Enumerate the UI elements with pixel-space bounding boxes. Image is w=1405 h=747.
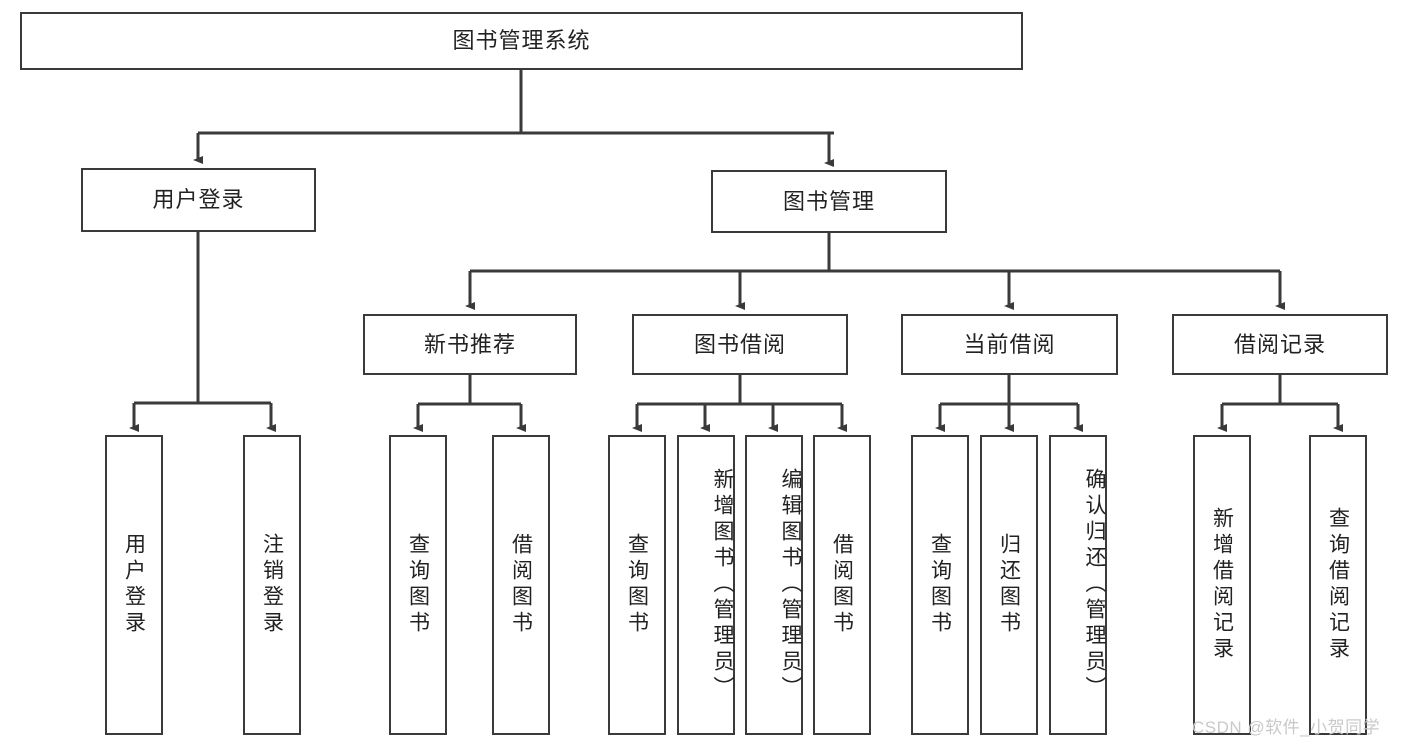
node-new-book-recommend[interactable]: 新书推荐: [363, 314, 577, 375]
leaf-query-book-current[interactable]: 查询图书: [911, 435, 969, 735]
leaf-borrow-book[interactable]: 借阅图书: [813, 435, 871, 735]
leaf-user-logout[interactable]: 注销登录: [243, 435, 301, 735]
leaf-user-login[interactable]: 用户登录: [105, 435, 163, 735]
leaf-add-borrow-record[interactable]: 新增借阅记录: [1193, 435, 1251, 735]
leaf-edit-book-admin[interactable]: 编辑图书（管理员）: [745, 435, 803, 735]
leaf-query-borrow-record[interactable]: 查询借阅记录: [1309, 435, 1367, 735]
leaf-borrow-book-new[interactable]: 借阅图书: [492, 435, 550, 735]
leaf-query-book-new[interactable]: 查询图书: [389, 435, 447, 735]
node-root-system[interactable]: 图书管理系统: [20, 12, 1023, 70]
leaf-add-book-admin[interactable]: 新增图书（管理员）: [677, 435, 735, 735]
leaf-query-book-borrow[interactable]: 查询图书: [608, 435, 666, 735]
node-book-management[interactable]: 图书管理: [711, 170, 947, 233]
leaf-return-book[interactable]: 归还图书: [980, 435, 1038, 735]
leaf-confirm-return-admin[interactable]: 确认归还（管理员）: [1049, 435, 1107, 735]
watermark-text: CSDN @软件_小贺同学: [1192, 718, 1381, 737]
node-book-borrow[interactable]: 图书借阅: [632, 314, 848, 375]
node-current-borrow[interactable]: 当前借阅: [901, 314, 1118, 375]
node-user-login[interactable]: 用户登录: [81, 168, 316, 232]
node-borrow-record[interactable]: 借阅记录: [1172, 314, 1388, 375]
